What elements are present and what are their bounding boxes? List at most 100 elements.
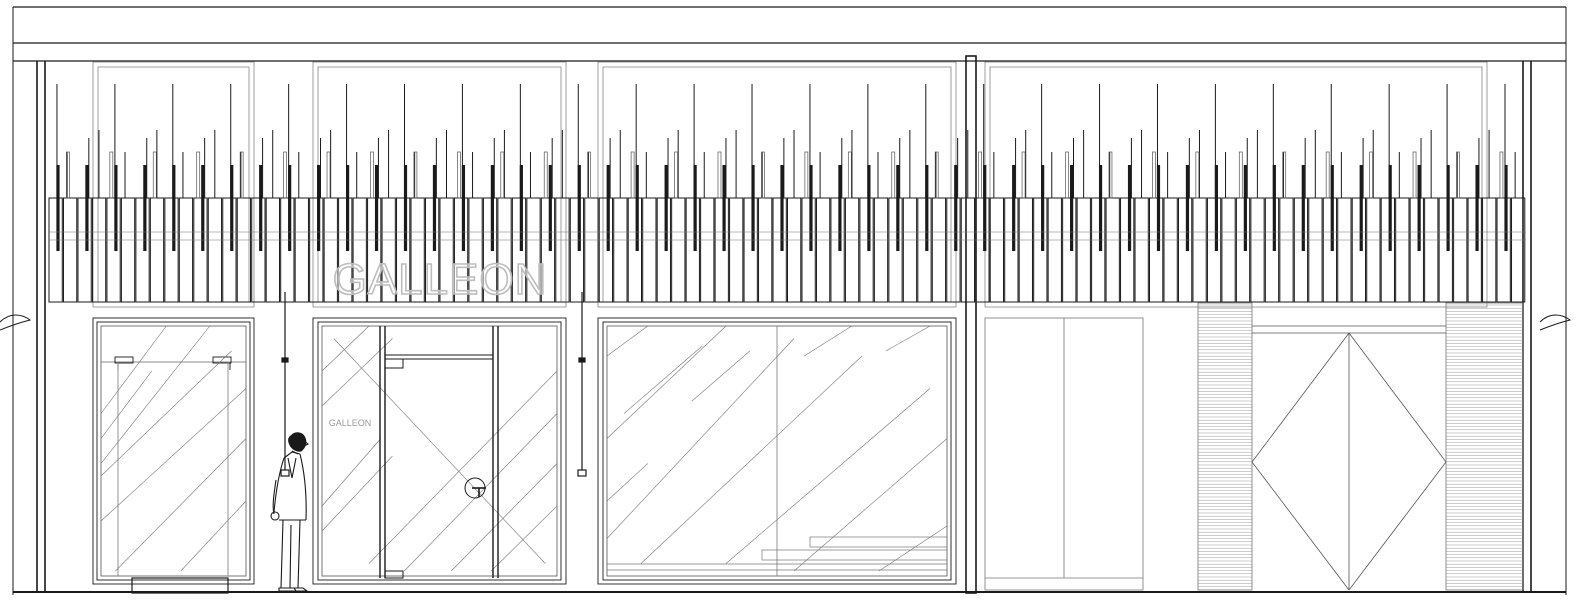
entrance-glazing [321, 325, 558, 572]
fin-panel [1134, 197, 1149, 303]
fin-bar-dark [1272, 165, 1276, 251]
fin-panel [1337, 197, 1352, 303]
fin-tab [717, 151, 722, 199]
fin-panel [1467, 197, 1482, 303]
fin-tab [1195, 151, 1200, 199]
fin-panel [555, 197, 570, 303]
fin-panel [1438, 197, 1453, 303]
glazing-reflection-line [321, 438, 382, 507]
fin-panel [207, 197, 223, 303]
glazing-reflection-line [451, 463, 558, 572]
fin-panel [178, 197, 194, 303]
fin-panel [772, 197, 787, 303]
fin-panel [1250, 197, 1265, 303]
glazing-reflection-line [321, 325, 370, 372]
fin-bar-dark [1359, 165, 1363, 251]
fin-tab [674, 151, 678, 199]
glazing-reflection-line [404, 413, 558, 572]
fin-bar-dark [954, 165, 958, 251]
fin-panel [1004, 197, 1019, 303]
fin-panel [758, 197, 773, 303]
window-large-glazing [606, 325, 948, 572]
fascia-brand-text: GALLEON [333, 255, 548, 304]
fin-panel [917, 197, 932, 303]
fin-bar-dark [925, 165, 929, 251]
fin-panel [729, 197, 744, 303]
fin-panel [1120, 197, 1135, 303]
fin-panel [1293, 197, 1309, 303]
fin-panel [193, 197, 208, 303]
fin-panel [960, 197, 976, 303]
glazing-reflection-line [606, 463, 649, 502]
fin-bar-dark [288, 165, 292, 251]
fin-panel [1366, 197, 1381, 303]
fin-bar-dark [1330, 165, 1334, 251]
fin-tab [1369, 151, 1373, 199]
fin-tab [1412, 151, 1417, 199]
fin-panel [1264, 197, 1280, 303]
striped-cladding [1198, 304, 1523, 591]
fin-bar-dark [1417, 165, 1421, 251]
glazing-reflection-line [333, 338, 546, 564]
glazing-reflection-line [623, 345, 703, 414]
glazing-reflection-line [180, 500, 247, 572]
fin-panel [1192, 197, 1207, 303]
fin-panel [1018, 197, 1033, 303]
fin-panel [1409, 197, 1424, 303]
fin-tab [109, 151, 114, 199]
fin-panel [888, 197, 903, 303]
display-steps [607, 536, 948, 571]
fin-bar-dark [1446, 165, 1450, 251]
fin-panel [91, 197, 107, 303]
fin-bar-dark [519, 165, 523, 251]
fin-panel [1163, 197, 1178, 303]
fin-panel [902, 197, 918, 303]
fin-bar-dark [114, 165, 118, 251]
fin-panel [294, 197, 309, 303]
fin-bar-dark [1475, 165, 1479, 251]
entrance-door-frame [312, 317, 567, 585]
fin-panel [1091, 197, 1106, 303]
fin-bar-dark [345, 165, 350, 251]
glazing-reflection-line [100, 388, 247, 522]
fin-panel [468, 197, 483, 303]
fin-panel [656, 197, 671, 303]
fin-panel [569, 197, 585, 303]
feature-door-right [1251, 325, 1447, 591]
fin-panel [106, 197, 121, 303]
fin-tab [978, 151, 982, 199]
striped-cladding-outline [1197, 302, 1524, 591]
fin-panel [265, 197, 280, 303]
glazing-reflection-line [490, 505, 558, 572]
fin-tab [370, 151, 374, 199]
fin-bar-dark [259, 165, 263, 251]
fin-panel [598, 197, 614, 303]
fin-bar-dark [548, 165, 552, 251]
glazing-reflection-line [321, 338, 393, 407]
fin-bar-dark [1185, 165, 1190, 251]
fin-panel [135, 197, 150, 303]
window-left-glazing [100, 325, 247, 572]
fin-panel [511, 197, 527, 303]
fin-panel [859, 197, 874, 303]
fin-panel [1149, 197, 1164, 303]
fin-bar-dark [374, 165, 379, 251]
frame-posts [36, 55, 1532, 594]
fin-tab [847, 151, 852, 199]
fin-panel [309, 197, 324, 303]
fin-tab [587, 151, 592, 199]
fin-panel [453, 197, 469, 303]
window-large [597, 317, 957, 585]
fin-panel [540, 197, 556, 303]
fin-mid-band [49, 231, 1526, 241]
glazing-reflection-line [100, 350, 232, 477]
fin-bar-dark [201, 165, 205, 251]
fin-panel [1076, 197, 1091, 303]
door-handle-icon [464, 477, 486, 499]
fin-tab [1282, 151, 1287, 199]
fin-panel [120, 197, 136, 303]
fin-bar-dark [1388, 165, 1392, 251]
fin-panel [830, 197, 845, 303]
fin-bar-dark [1243, 165, 1247, 251]
fin-panel [338, 197, 353, 303]
